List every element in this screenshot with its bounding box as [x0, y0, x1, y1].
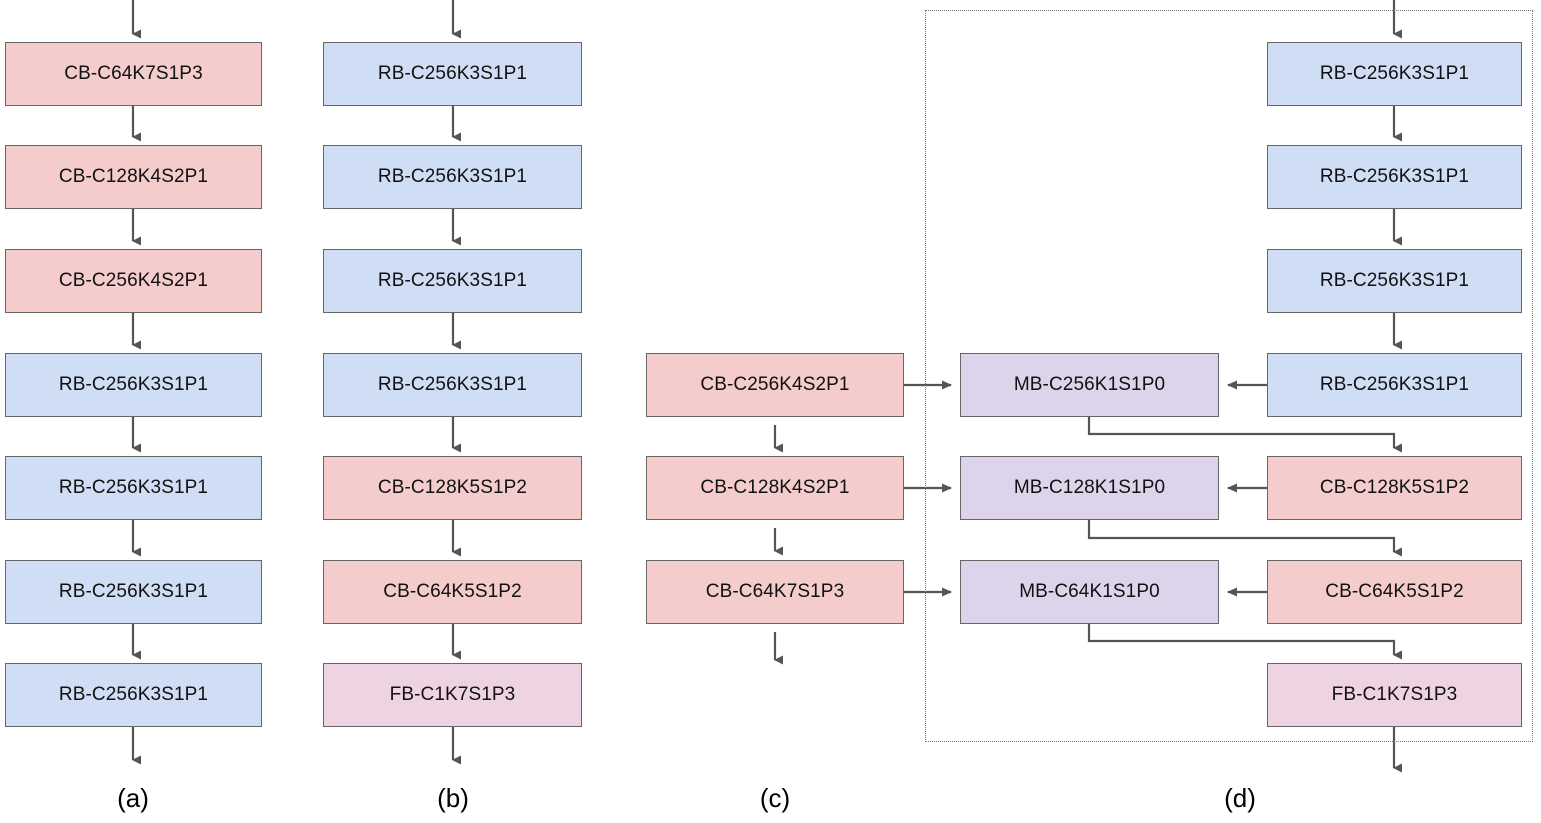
panel-caption-b: (b) [437, 783, 469, 813]
block-d-main-6: FB-C1K7S1P3 [1267, 663, 1522, 727]
block-b-6: FB-C1K7S1P3 [323, 663, 582, 727]
block-a-3: RB-C256K3S1P1 [5, 353, 262, 417]
block-a-0: CB-C64K7S1P3 [5, 42, 262, 106]
block-c-2: CB-C64K7S1P3 [646, 560, 904, 624]
panel-caption-d: (d) [1224, 783, 1256, 813]
block-d-main-3: RB-C256K3S1P1 [1267, 353, 1522, 417]
panel-d-group-outline [925, 10, 1533, 742]
block-d-main-0: RB-C256K3S1P1 [1267, 42, 1522, 106]
panel-caption-c: (c) [759, 783, 791, 813]
block-d-main-4: CB-C128K5S1P2 [1267, 456, 1522, 520]
block-a-1: CB-C128K4S2P1 [5, 145, 262, 209]
block-b-3: RB-C256K3S1P1 [323, 353, 582, 417]
block-a-5: RB-C256K3S1P1 [5, 560, 262, 624]
block-b-1: RB-C256K3S1P1 [323, 145, 582, 209]
block-d-merge-0: MB-C256K1S1P0 [960, 353, 1219, 417]
panel-caption-a: (a) [117, 783, 149, 813]
block-a-4: RB-C256K3S1P1 [5, 456, 262, 520]
block-b-4: CB-C128K5S1P2 [323, 456, 582, 520]
block-d-main-1: RB-C256K3S1P1 [1267, 145, 1522, 209]
block-b-5: CB-C64K5S1P2 [323, 560, 582, 624]
block-d-merge-1: MB-C128K1S1P0 [960, 456, 1219, 520]
block-a-6: RB-C256K3S1P1 [5, 663, 262, 727]
block-d-main-5: CB-C64K5S1P2 [1267, 560, 1522, 624]
block-c-0: CB-C256K4S2P1 [646, 353, 904, 417]
block-b-0: RB-C256K3S1P1 [323, 42, 582, 106]
block-c-1: CB-C128K4S2P1 [646, 456, 904, 520]
block-d-main-2: RB-C256K3S1P1 [1267, 249, 1522, 313]
block-b-2: RB-C256K3S1P1 [323, 249, 582, 313]
block-a-2: CB-C256K4S2P1 [5, 249, 262, 313]
block-d-merge-2: MB-C64K1S1P0 [960, 560, 1219, 624]
